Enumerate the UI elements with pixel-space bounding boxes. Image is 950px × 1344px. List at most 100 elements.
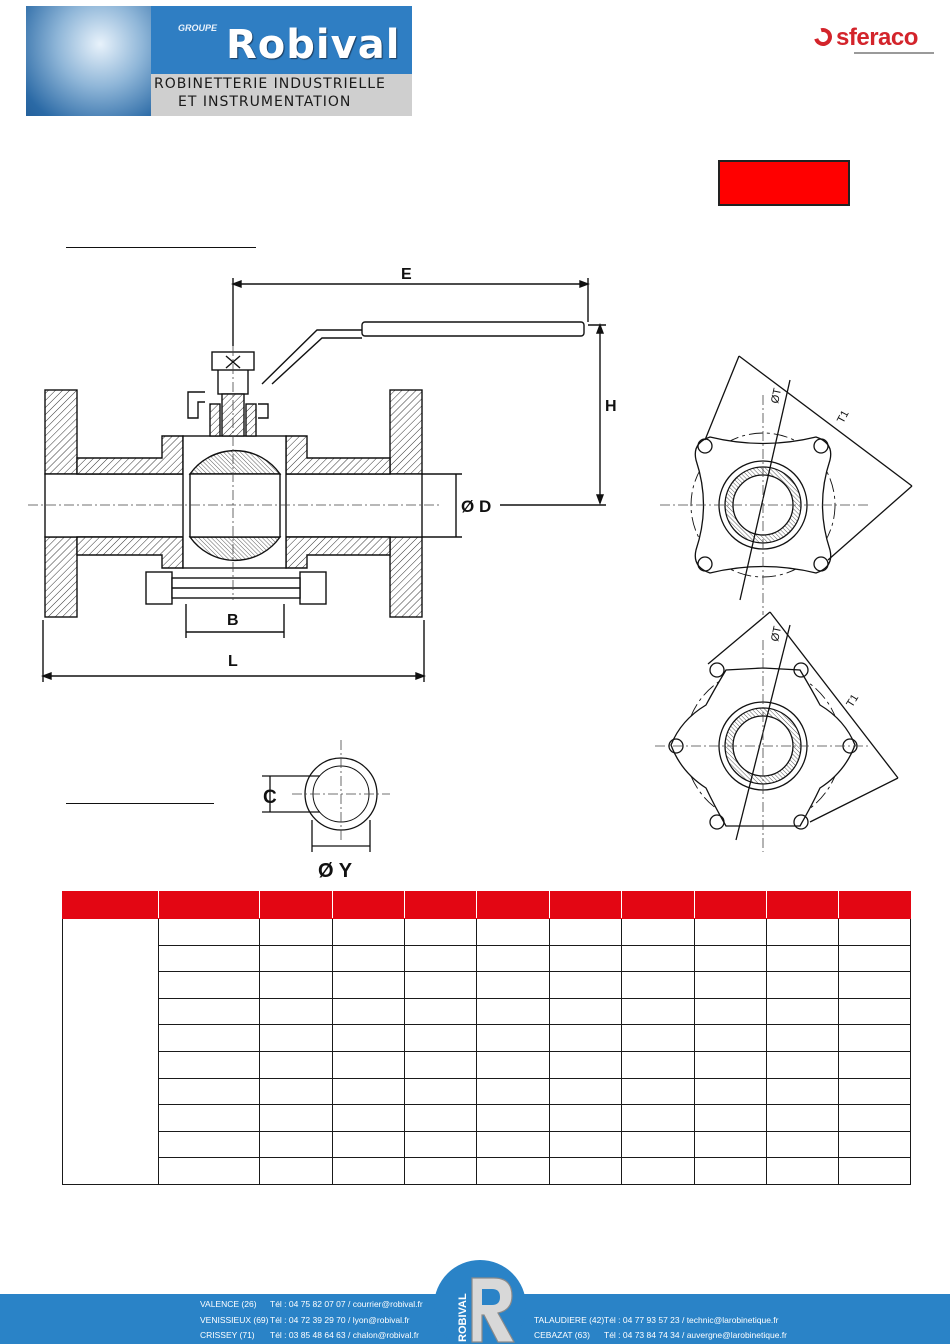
footer-contact-crissey: Tél : 03 85 48 64 63 / chalon@robival.fr	[270, 1330, 419, 1340]
sferaco-logo: sferaco	[810, 24, 934, 60]
dim-label-e: E	[401, 266, 412, 283]
table-row	[62, 918, 911, 1185]
table-cell	[694, 1130, 767, 1159]
table-cell	[476, 918, 550, 946]
robival-banner: GROUPE Robival ROBINETTERIE INDUSTRIELLE…	[26, 6, 412, 116]
table-header-cell	[259, 891, 333, 919]
dim-label-h: H	[605, 398, 617, 415]
table-group-cell	[62, 918, 159, 1185]
brand-logo: Robival	[226, 22, 401, 68]
table-cell	[404, 1050, 477, 1079]
table-header-cell	[158, 891, 260, 919]
dim-label-d: Ø D	[461, 497, 491, 516]
table-cell	[259, 1024, 333, 1052]
footer-agency-cebazat: CEBAZAT (63)	[534, 1330, 590, 1340]
table-cell	[694, 1157, 767, 1185]
table-cell	[621, 1104, 695, 1132]
table-header-cell	[404, 891, 477, 919]
table-cell	[838, 1104, 911, 1132]
table-cell	[549, 1130, 622, 1159]
table-cell	[549, 1077, 622, 1106]
table-cell	[476, 1157, 550, 1185]
table-header-cell	[766, 891, 839, 919]
table-header-cell	[838, 891, 911, 919]
table-cell	[259, 1077, 333, 1106]
table-cell	[332, 1104, 405, 1132]
table-cell	[838, 971, 911, 999]
table-cell	[158, 1157, 260, 1185]
table-cell	[476, 944, 550, 973]
table-cell	[838, 1050, 911, 1079]
table-cell	[838, 1024, 911, 1052]
table-cell	[332, 1157, 405, 1185]
table-cell	[404, 1024, 477, 1052]
table-cell	[838, 918, 911, 946]
footer-agency-valence: VALENCE (26)	[200, 1299, 257, 1309]
table-row	[63, 1077, 911, 1106]
table-cell	[694, 1104, 767, 1132]
table-cell	[259, 971, 333, 999]
table-cell	[766, 918, 839, 946]
table-cell	[621, 944, 695, 973]
table-cell	[259, 944, 333, 973]
table-header-cell	[549, 891, 622, 919]
table-cell	[766, 1024, 839, 1052]
table-cell	[332, 1024, 405, 1052]
table-cell	[404, 944, 477, 973]
table-cell	[694, 997, 767, 1026]
tagline-line-2: ET INSTRUMENTATION	[178, 94, 352, 110]
tagline-line-1: ROBINETTERIE INDUSTRIELLE	[154, 76, 386, 92]
table-header-cell	[476, 891, 550, 919]
table-cell	[621, 997, 695, 1026]
table-cell	[694, 944, 767, 973]
table-row	[63, 1130, 911, 1159]
section-underline-1	[66, 247, 256, 248]
table-row	[63, 1157, 911, 1185]
group-label: GROUPE	[178, 23, 218, 33]
table-header-cell	[694, 891, 767, 919]
table-cell	[404, 1157, 477, 1185]
table-cell	[404, 918, 477, 946]
table-cell	[549, 971, 622, 999]
table-cell	[621, 1024, 695, 1052]
footer-agency-venissieux: VENISSIEUX (69)	[200, 1315, 269, 1325]
table-cell	[476, 1130, 550, 1159]
table-cell	[332, 997, 405, 1026]
table-cell	[476, 997, 550, 1026]
table-cell	[158, 1104, 260, 1132]
table-cell	[404, 1077, 477, 1106]
table-cell	[549, 1157, 622, 1185]
table-cell	[259, 997, 333, 1026]
dim-label-l: L	[228, 653, 238, 670]
table-cell	[838, 944, 911, 973]
table-cell	[549, 1104, 622, 1132]
table-cell	[404, 1130, 477, 1159]
table-cell	[158, 1130, 260, 1159]
table-cell	[476, 1024, 550, 1052]
table-cell	[549, 918, 622, 946]
robival-footer-logo: ROBIVAL	[434, 1260, 526, 1344]
table-cell	[476, 971, 550, 999]
table-cell	[158, 918, 260, 946]
table-cell	[838, 1077, 911, 1106]
table-cell	[621, 1130, 695, 1159]
table-row	[63, 997, 911, 1026]
table-row	[63, 1104, 911, 1132]
table-cell	[766, 1157, 839, 1185]
table-cell	[766, 1130, 839, 1159]
table-cell	[259, 918, 333, 946]
dimension-table	[62, 891, 911, 1185]
table-cell	[404, 1104, 477, 1132]
table-cell	[332, 1050, 405, 1079]
table-cell	[694, 918, 767, 946]
table-cell	[158, 1024, 260, 1052]
table-cell	[476, 1077, 550, 1106]
table-cell	[766, 997, 839, 1026]
table-cell	[476, 1050, 550, 1079]
table-cell	[549, 1024, 622, 1052]
sferaco-wordmark: sferaco	[836, 24, 918, 51]
table-cell	[158, 1077, 260, 1106]
dim-label-t-top: ØT	[769, 387, 784, 405]
table-row	[63, 944, 911, 973]
table-header-row	[62, 891, 911, 919]
